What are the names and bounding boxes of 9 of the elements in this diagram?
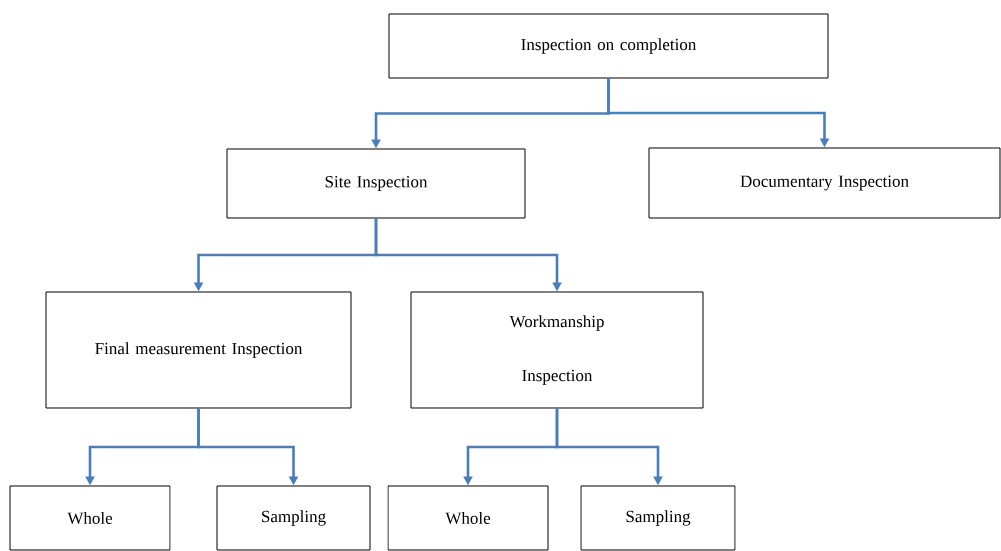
- process-box: Whole: [387, 485, 549, 551]
- process-box: Sampling: [580, 485, 736, 551]
- process-box: Sampling: [216, 485, 371, 551]
- process-box: Workmanship Inspection: [410, 291, 704, 409]
- process-box: Inspection on completion: [388, 13, 829, 79]
- process-box: Final measurement Inspection: [45, 291, 352, 409]
- process-box: Whole: [9, 485, 171, 551]
- process-box: Documentary Inspection: [648, 147, 1001, 219]
- process-box: Site Inspection: [226, 148, 526, 219]
